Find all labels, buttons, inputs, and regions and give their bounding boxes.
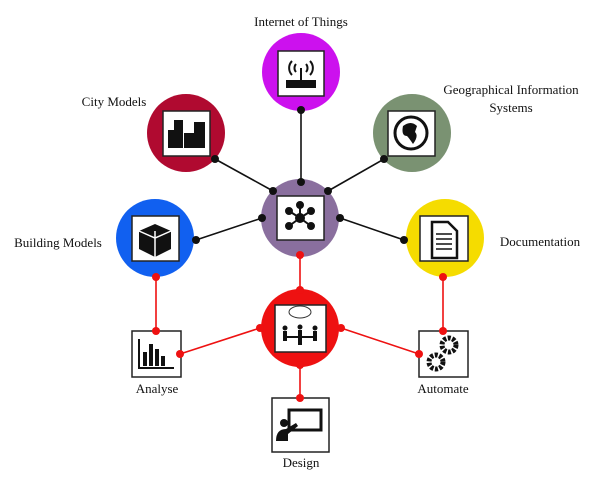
building-label: Building Models bbox=[14, 235, 102, 250]
network-hub-icon bbox=[285, 201, 315, 230]
iot-label: Internet of Things bbox=[254, 14, 348, 29]
bar-chart-icon bbox=[138, 339, 174, 369]
box-icon bbox=[138, 224, 172, 257]
documentation-label: Documentation bbox=[500, 234, 581, 249]
city-label: City Models bbox=[82, 94, 147, 109]
globe-icon bbox=[393, 115, 429, 151]
gis-label-line2: Systems bbox=[489, 100, 532, 115]
black-links bbox=[195, 110, 405, 241]
red-links bbox=[155, 255, 444, 398]
meeting-icon bbox=[282, 305, 318, 345]
gis-label-line1: Geographical Information bbox=[443, 82, 579, 97]
link-collab-automate bbox=[340, 327, 420, 355]
document-icon bbox=[430, 220, 459, 260]
link-city-hub bbox=[214, 158, 274, 192]
link-building-hub bbox=[195, 217, 263, 241]
gears-icon bbox=[426, 335, 459, 372]
link-doc-hub bbox=[339, 217, 405, 241]
red-connector-dots bbox=[152, 251, 447, 402]
analyse-label: Analyse bbox=[136, 381, 179, 396]
design-label: Design bbox=[283, 455, 320, 470]
automate-label: Automate bbox=[417, 381, 468, 396]
link-gis-hub bbox=[327, 158, 385, 192]
wifi-router-icon bbox=[286, 60, 316, 88]
buildings-icon bbox=[168, 120, 205, 148]
presentation-icon bbox=[276, 408, 323, 441]
link-analyse-collab bbox=[179, 327, 261, 355]
black-connector-dots bbox=[192, 106, 408, 244]
